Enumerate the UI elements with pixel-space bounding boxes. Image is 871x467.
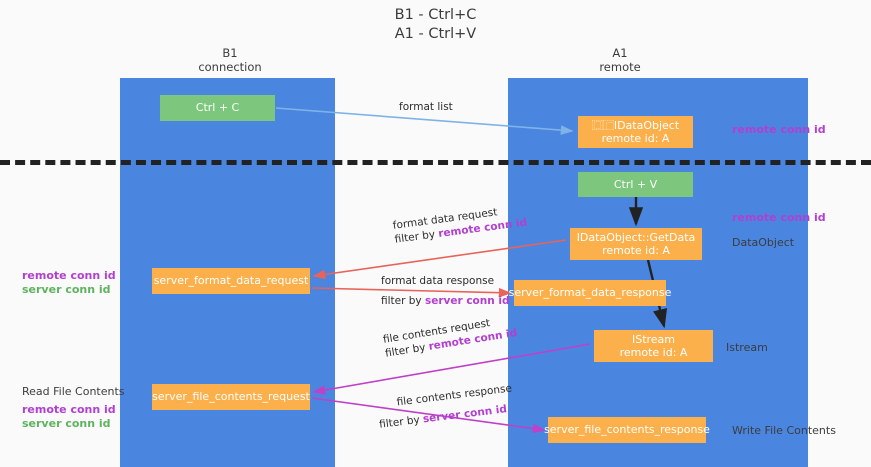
title-line-1: B1 - Ctrl+C [394, 7, 477, 23]
right-label-write-file-contents: Write File Contents [732, 424, 836, 437]
right-label-istream: Istream [726, 341, 768, 354]
filter-key-server-conn-id: server conn id [422, 403, 508, 426]
box-idataobject-getdata-sub: remote id: A [602, 244, 670, 257]
box-server-format-data-request-label: server_format_data_request [153, 274, 309, 288]
box-server-format-data-response[interactable]: server_format_data_response [509, 280, 671, 306]
box-server-file-contents-response-label: server_file_contents_response [544, 423, 710, 437]
box-istream[interactable]: IStream remote id: A [594, 330, 713, 362]
box-idataobject-getdata-title: IDataObject::GetData [576, 230, 696, 244]
box-server-format-data-request[interactable]: server_format_data_request [152, 268, 310, 294]
right-label-remote-conn-id-mid: remote conn id [732, 211, 826, 224]
left-label-read-file-contents: Read File Contents [22, 385, 125, 398]
box-server-file-contents-response[interactable]: server_file_contents_response [544, 417, 710, 443]
left-label-server-conn-id-2: server conn id [22, 417, 111, 430]
box-istream-sub: remote id: A [619, 346, 688, 359]
left-label-server-conn-id: server conn id [22, 283, 111, 296]
filter-prefix: filter by [381, 295, 425, 307]
column-header-b1: B1 connection [150, 46, 310, 74]
box-idataobject-title: ⿴⿸IDataObject [591, 118, 680, 132]
box-istream-title: IStream [631, 332, 676, 346]
box-server-file-contents-request-label: server_file_contents_request [152, 390, 310, 404]
right-label-dataobject: DataObject [732, 236, 795, 249]
box-idataobject-getdata[interactable]: IDataObject::GetData remote id: A [570, 228, 702, 260]
edge-label-format-data-response: format data response filter by server co… [381, 274, 510, 308]
left-label-remote-conn-id: remote conn id [22, 269, 116, 282]
box-server-format-data-response-label: server_format_data_response [508, 286, 672, 300]
box-idataobject[interactable]: ⿴⿸IDataObject remote id: A [578, 116, 693, 148]
edge-label-format-data-response-text: format data response [381, 275, 495, 287]
edge-label-file-contents-response: file contents response filter by server … [376, 381, 515, 431]
left-label-remote-conn-id-2: remote conn id [22, 403, 116, 416]
title-line-2: A1 - Ctrl+V [394, 26, 477, 42]
diagram-title: B1 - Ctrl+C A1 - Ctrl+V [0, 6, 871, 44]
column-header-b1-role: connection [198, 60, 262, 74]
right-label-remote-conn-id-top: remote conn id [732, 123, 826, 136]
box-ctrl-c[interactable]: Ctrl + C [160, 95, 275, 121]
column-header-a1: A1 remote [540, 46, 700, 74]
box-idataobject-sub: remote id: A [601, 132, 670, 145]
edge-label-file-contents-request: file contents request filter by remote c… [382, 312, 518, 361]
edge-label-format-data-response-filter: filter by server conn id [381, 294, 510, 308]
column-header-b1-name: B1 [222, 46, 238, 60]
column-header-a1-name: A1 [612, 46, 628, 60]
box-ctrl-v[interactable]: Ctrl + V [578, 172, 693, 197]
box-server-file-contents-request[interactable]: server_file_contents_request [152, 384, 310, 410]
box-ctrl-v-label: Ctrl + V [613, 177, 658, 191]
filter-key-server-conn-id: server conn id [424, 295, 510, 307]
section-divider-dashed [0, 160, 871, 165]
box-ctrl-c-label: Ctrl + C [195, 101, 240, 115]
filter-prefix: filter by [378, 413, 424, 431]
column-header-a1-role: remote [599, 60, 641, 74]
edge-label-format-list: format list [399, 101, 453, 113]
